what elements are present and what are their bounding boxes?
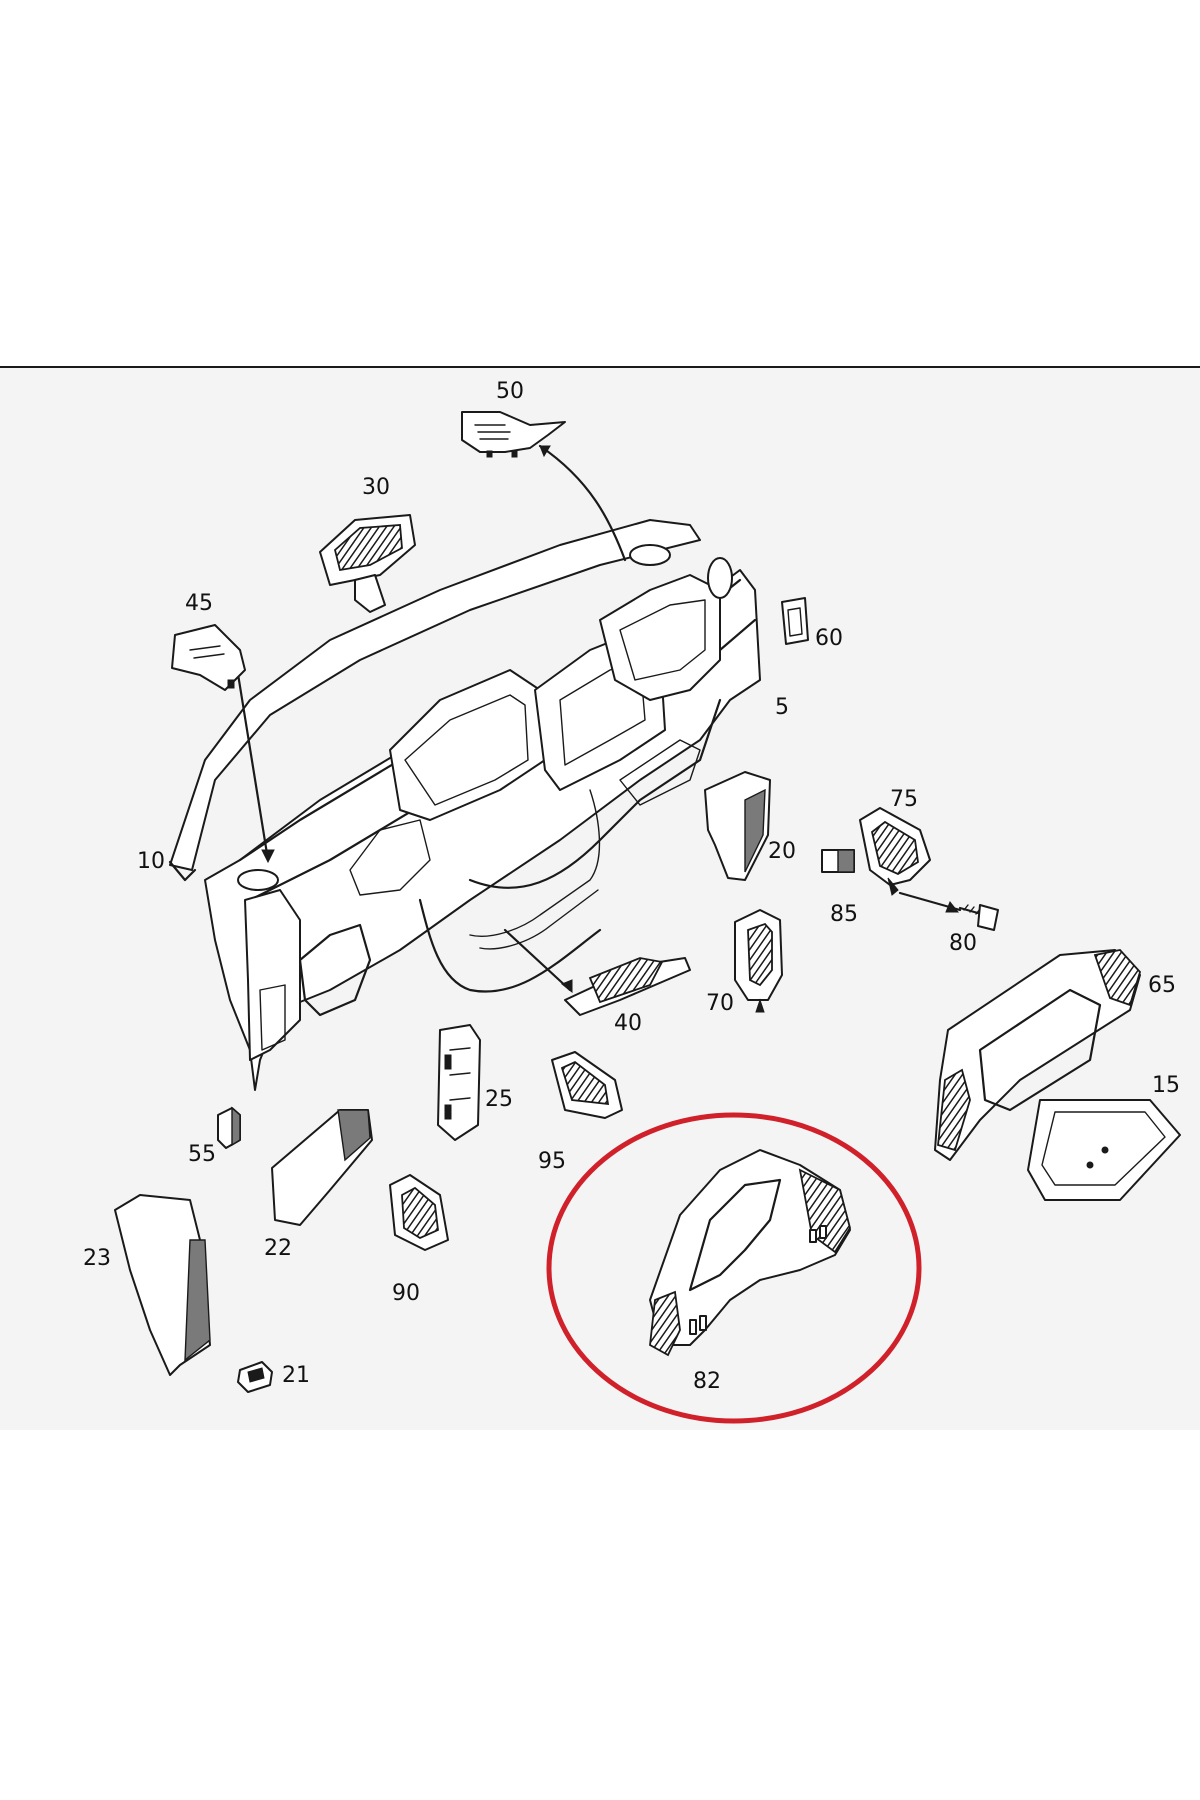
callout-65: 65	[1148, 973, 1176, 998]
part-15-tray	[1027, 1099, 1181, 1201]
callout-40: 40	[614, 1011, 642, 1036]
part-70-side-vent	[734, 909, 783, 1013]
part-65-cluster-trim	[934, 949, 1142, 1161]
part-10-rail-end	[168, 860, 197, 882]
leader-lines	[236, 444, 962, 994]
part-30-vent-assembly	[319, 514, 416, 613]
highlight-circle	[546, 1112, 922, 1424]
callout-82: 82	[693, 1369, 721, 1394]
callout-85: 85	[830, 902, 858, 927]
callout-5: 5	[775, 695, 789, 720]
callout-labels: 50 30 45 60 5 75 20 10 85 80 65 70 40 15…	[83, 379, 1180, 1394]
part-40-vent-panel	[564, 957, 691, 1016]
callout-50: 50	[496, 379, 524, 404]
callout-22: 22	[264, 1236, 292, 1261]
callout-10: 10	[137, 849, 165, 874]
callout-55: 55	[188, 1142, 216, 1167]
callout-70: 70	[706, 991, 734, 1016]
part-21-clip	[237, 1361, 273, 1393]
part-20-bracket	[704, 771, 771, 881]
callout-15: 15	[1152, 1073, 1180, 1098]
part-55-plug	[217, 1106, 241, 1149]
dashboard-main-body	[169, 519, 761, 1091]
part-82-cluster-trim-highlighted	[649, 1149, 851, 1357]
callout-90: 90	[392, 1281, 420, 1306]
callout-75: 75	[890, 787, 918, 812]
callout-60: 60	[815, 626, 843, 651]
callout-30: 30	[362, 475, 390, 500]
part-80-screw	[958, 904, 999, 931]
callout-25: 25	[485, 1087, 513, 1112]
callout-95: 95	[538, 1149, 566, 1174]
callout-20: 20	[768, 839, 796, 864]
part-60-gasket	[781, 597, 809, 645]
callout-23: 23	[83, 1246, 111, 1271]
top-divider-line	[0, 366, 1200, 368]
part-95-vent	[551, 1051, 623, 1119]
callout-80: 80	[949, 931, 977, 956]
part-45-trim-cover	[171, 624, 246, 691]
part-85-clip	[821, 849, 855, 873]
part-22-duct	[271, 1109, 373, 1226]
part-90-vent-housing	[389, 1174, 449, 1251]
callout-45: 45	[185, 591, 213, 616]
part-23-side-panel	[114, 1194, 211, 1376]
callout-21: 21	[282, 1363, 310, 1388]
part-50-trim-cover	[461, 411, 566, 458]
part-75-air-vent	[859, 807, 931, 896]
part-25-mount-bracket	[437, 1024, 481, 1141]
